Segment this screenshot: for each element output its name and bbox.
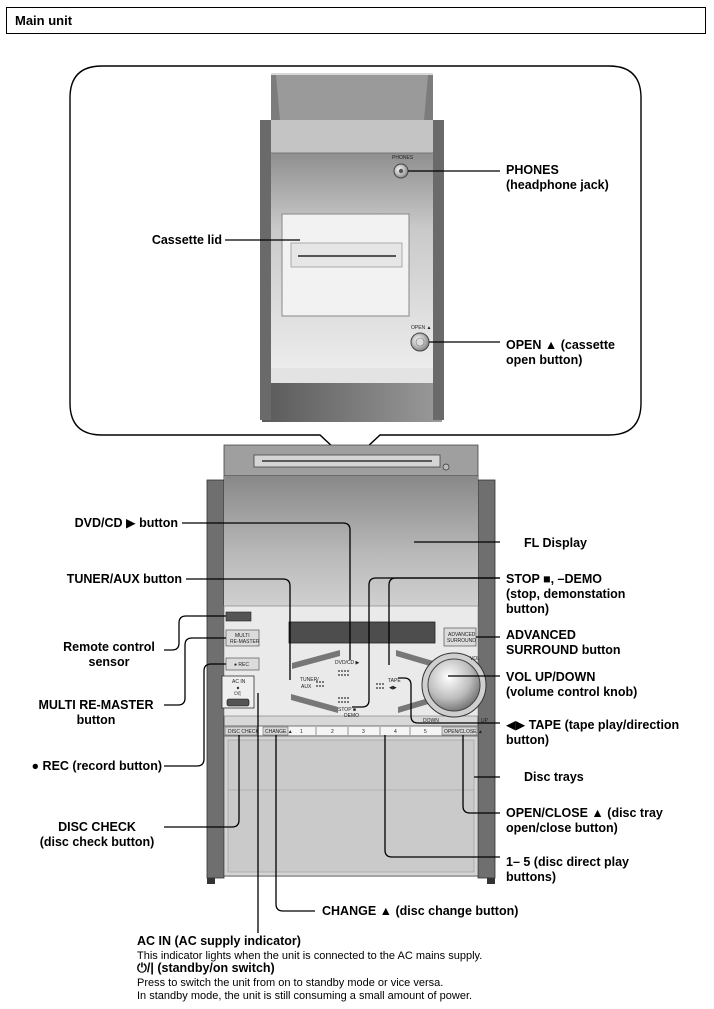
cassette-lid: [281, 213, 410, 317]
ac-in-mark: AC IN: [232, 679, 246, 685]
advanced-surround-label: ADVANCED SURROUND button: [506, 628, 621, 657]
multi-remaster-label: MULTI RE-MASTER button: [38, 698, 154, 727]
tuner-mark: TUNER/: [300, 677, 319, 683]
fl-display-label: FL Display: [524, 536, 587, 550]
stop-demo-label: STOP ■, –DEMO (stop, demonstation button…: [506, 572, 626, 616]
tape-label: ◀▶ TAPE (tape play/direction button): [506, 718, 680, 747]
disc-trays: [223, 735, 479, 877]
standby-title: ⏻/| (standby/on switch): [137, 961, 275, 975]
open-close-button[interactable]: OPEN/CLOSE ▲: [441, 726, 483, 736]
demo-mark: DEMO: [344, 713, 359, 719]
standby-switch[interactable]: AC IN ⏻/|: [221, 675, 255, 709]
disc-check-mark: DISC CHECK: [228, 729, 260, 735]
tray-number: 5: [424, 729, 427, 735]
multi-remaster-button[interactable]: MULTI RE-MASTER: [225, 629, 260, 647]
volume-knob[interactable]: VOL DOWN UP: [421, 652, 489, 724]
section-title: Main unit: [15, 13, 73, 28]
section-header: Main unit: [6, 7, 706, 34]
down-mark: DOWN: [423, 718, 439, 724]
tuner-aux-label: TUNER/AUX button: [66, 572, 182, 586]
tray-number: 2: [331, 729, 334, 735]
tray-number: 3: [362, 729, 365, 735]
remote-sensor-label: Remote control sensor: [63, 640, 155, 669]
open-cassette-button[interactable]: OPEN ▲: [410, 325, 432, 352]
standby-description-2: In standby mode, the unit is still consu…: [137, 990, 473, 1002]
tray-number: 1: [300, 729, 303, 735]
disc-check-label: DISC CHECK (disc check button): [39, 820, 155, 849]
ac-in-title: AC IN (AC supply indicator): [137, 934, 301, 948]
main-unit-front: MULTI RE-MASTER ● REC AC IN ⏻/| TUNER/ A…: [206, 444, 496, 884]
change-mark: CHANGE ▲: [265, 729, 293, 735]
phones-label: PHONES (headphone jack): [506, 163, 609, 192]
tray-number: 4: [394, 729, 397, 735]
phones-mark: PHONES: [392, 155, 414, 161]
vol-mark: VOL: [470, 656, 480, 662]
tape-mark: TAPE: [388, 678, 401, 684]
ac-in-description: This indicator lights when the unit is c…: [137, 950, 483, 962]
open-close-mark: OPEN/CLOSE ▲: [444, 729, 483, 735]
disc-check-button[interactable]: DISC CHECK: [224, 726, 260, 736]
direct-play-label: 1– 5 (disc direct play buttons): [506, 855, 629, 884]
stop-mark: STOP ■: [338, 707, 356, 713]
open-mark: OPEN ▲: [411, 325, 432, 331]
vol-label: VOL UP/DOWN (volume control knob): [506, 670, 638, 699]
svg-text:◀▶: ◀▶: [389, 685, 397, 691]
tray-number-buttons[interactable]: 1 2 3 4 5: [300, 727, 427, 735]
open-close-label: OPEN/CLOSE ▲ (disc tray open/close butto…: [506, 806, 663, 835]
up-mark: UP: [481, 718, 489, 724]
unit-top-view: PHONES OPEN ▲: [260, 73, 444, 422]
change-label: CHANGE ▲ (disc change button): [322, 904, 519, 918]
rec-label: ● REC (record button): [31, 759, 162, 773]
change-button[interactable]: CHANGE ▲: [262, 726, 293, 736]
open-cassette-label: OPEN ▲ (cassette open button): [506, 338, 615, 367]
remaster-mark: MULTI: [235, 633, 250, 639]
surround-mark: SURROUND: [447, 638, 476, 644]
advanced-mark: ADVANCED: [448, 632, 476, 638]
remaster-mark-2: RE-MASTER: [230, 639, 260, 645]
rec-mark: ● REC: [234, 662, 249, 668]
remote-sensor: [225, 611, 252, 622]
rec-button[interactable]: ● REC: [225, 657, 260, 671]
disc-trays-label: Disc trays: [524, 770, 584, 784]
standby-mark: ⏻/|: [234, 691, 241, 697]
tuner-mark-2: AUX: [301, 684, 312, 690]
standby-description-1: Press to switch the unit from on to stan…: [137, 977, 444, 989]
dvd-mark: DVD/CD ▶: [335, 660, 360, 666]
leader-lines: [164, 170, 500, 933]
advanced-surround-button[interactable]: ADVANCED SURROUND: [443, 627, 477, 647]
cassette-lid-label: Cassette lid: [151, 233, 222, 247]
dvd-cd-label: DVD/CD ▶ button: [74, 516, 178, 530]
